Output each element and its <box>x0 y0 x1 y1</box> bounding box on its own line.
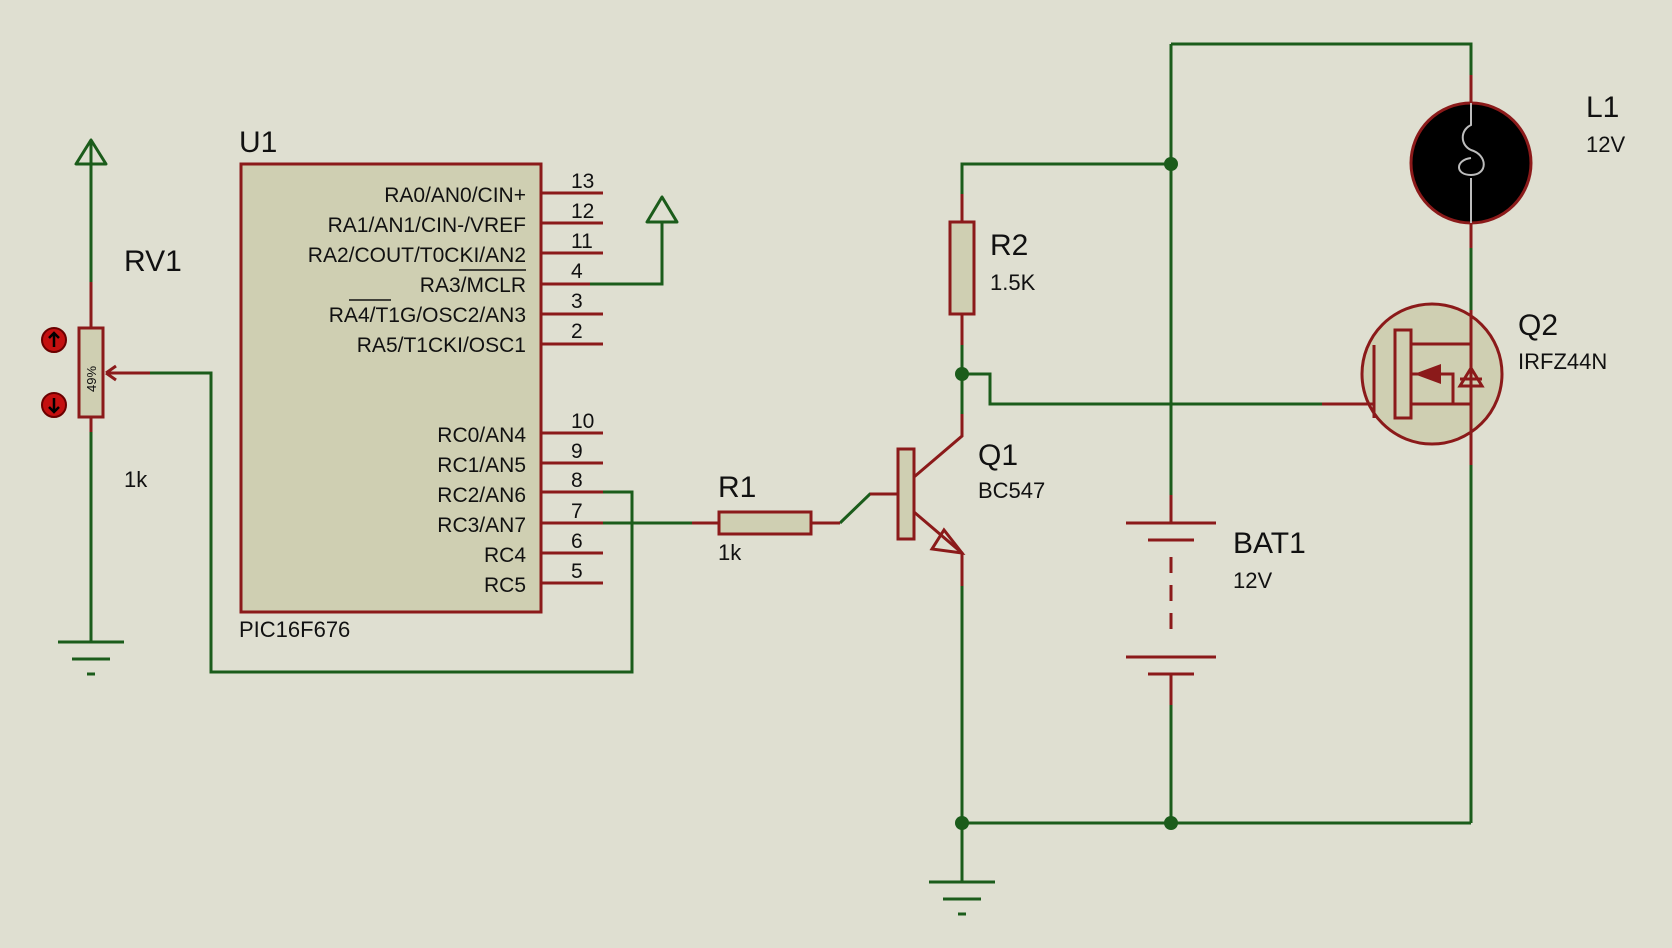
u1-pin-number: 5 <box>571 560 583 583</box>
wire-ra3-power <box>590 222 664 286</box>
wires <box>89 42 1473 882</box>
u1-pin-number: 11 <box>571 230 593 253</box>
u1-pin-numbers: 13 12 11 4 3 2 10 9 8 7 6 5 <box>571 170 594 583</box>
r1-ref: R1 <box>718 471 756 504</box>
u1-pin-number: 12 <box>571 200 594 223</box>
u1-pin-name: RA3/MCLR <box>420 274 526 297</box>
r1-resistor[interactable] <box>692 510 840 536</box>
u1-pin-lines <box>541 191 603 585</box>
wire-to-gate <box>962 372 1322 406</box>
u1-pin-number: 9 <box>571 440 583 463</box>
bat1-value: 12V <box>1233 568 1272 593</box>
q2-part: IRFZ44N <box>1518 349 1607 374</box>
u1-ref: U1 <box>239 126 277 159</box>
u1-pin-number: 8 <box>571 469 583 492</box>
u1-pin-number: 4 <box>571 260 583 283</box>
r1-value: 1k <box>718 540 742 565</box>
u1-pin-name: RC2/AN6 <box>437 484 526 507</box>
u1-pin-number: 2 <box>571 320 583 343</box>
u1-microcontroller[interactable]: RA0/AN0/CIN+ RA1/AN1/CIN-/VREF RA2/COUT/… <box>239 162 603 614</box>
decrement-icon[interactable] <box>41 392 67 418</box>
ground-icon <box>58 640 124 676</box>
power-terminal-icon <box>645 195 679 224</box>
power-terminal-icon <box>74 138 108 166</box>
junction-supply <box>1164 157 1178 171</box>
u1-pin-number: 13 <box>571 170 594 193</box>
u1-pin-number: 6 <box>571 530 583 553</box>
u1-pin-name: RA0/AN0/CIN+ <box>384 184 526 207</box>
u1-pin-name: RC4 <box>484 544 526 567</box>
u1-overbars <box>349 269 526 301</box>
rv1-potentiometer[interactable]: 49% <box>77 282 150 432</box>
u1-pin-name: RC3/AN7 <box>437 514 526 537</box>
junction-ground-mid <box>1164 816 1178 830</box>
l1-value: 12V <box>1586 132 1625 157</box>
rv1-wiper-percent: 49% <box>84 366 99 392</box>
u1-pin-name: RA5/T1CKI/OSC1 <box>357 334 526 357</box>
ground-icon <box>929 880 995 916</box>
u1-pin-number: 7 <box>571 500 583 523</box>
q1-ref: Q1 <box>978 439 1018 472</box>
bat1-ref: BAT1 <box>1233 527 1306 560</box>
u1-pin-name: RC5 <box>484 574 526 597</box>
junction-collector <box>955 367 969 381</box>
l1-lamp[interactable] <box>1409 75 1533 248</box>
wire-r1-q1-base <box>838 492 898 525</box>
increment-icon[interactable] <box>41 327 67 353</box>
rv1-value: 1k <box>124 467 148 492</box>
wire-rv1-wiper-rc2 <box>150 371 634 674</box>
u1-pin-name: RA2/COUT/T0CKI/AN2 <box>308 244 526 267</box>
q2-ref: Q2 <box>1518 309 1558 342</box>
q1-transistor[interactable] <box>870 414 966 586</box>
q1-part: BC547 <box>978 478 1045 503</box>
r2-ref: R2 <box>990 229 1028 262</box>
bat1-battery[interactable] <box>1126 495 1216 705</box>
junctions <box>955 157 1178 830</box>
u1-pin-names: RA0/AN0/CIN+ RA1/AN1/CIN-/VREF RA2/COUT/… <box>308 184 527 597</box>
u1-pin-name: RC0/AN4 <box>437 424 526 447</box>
junction-ground-left <box>955 816 969 830</box>
r2-resistor[interactable] <box>948 194 976 345</box>
rv1-ref: RV1 <box>124 245 182 278</box>
u1-pin-name: RC1/AN5 <box>437 454 526 477</box>
wire-r2-supply <box>960 162 1171 194</box>
u1-pin-name: RA4/T1G/OSC2/AN3 <box>329 304 526 327</box>
u1-pin-number: 10 <box>571 410 594 433</box>
wire-top-to-lamp <box>1171 42 1473 75</box>
r2-value: 1.5K <box>990 270 1036 295</box>
u1-part: PIC16F676 <box>239 617 350 642</box>
q2-mosfet[interactable] <box>1322 302 1504 465</box>
l1-ref: L1 <box>1586 91 1619 124</box>
u1-pin-name: RA1/AN1/CIN-/VREF <box>328 214 526 237</box>
u1-pin-number: 3 <box>571 290 583 313</box>
